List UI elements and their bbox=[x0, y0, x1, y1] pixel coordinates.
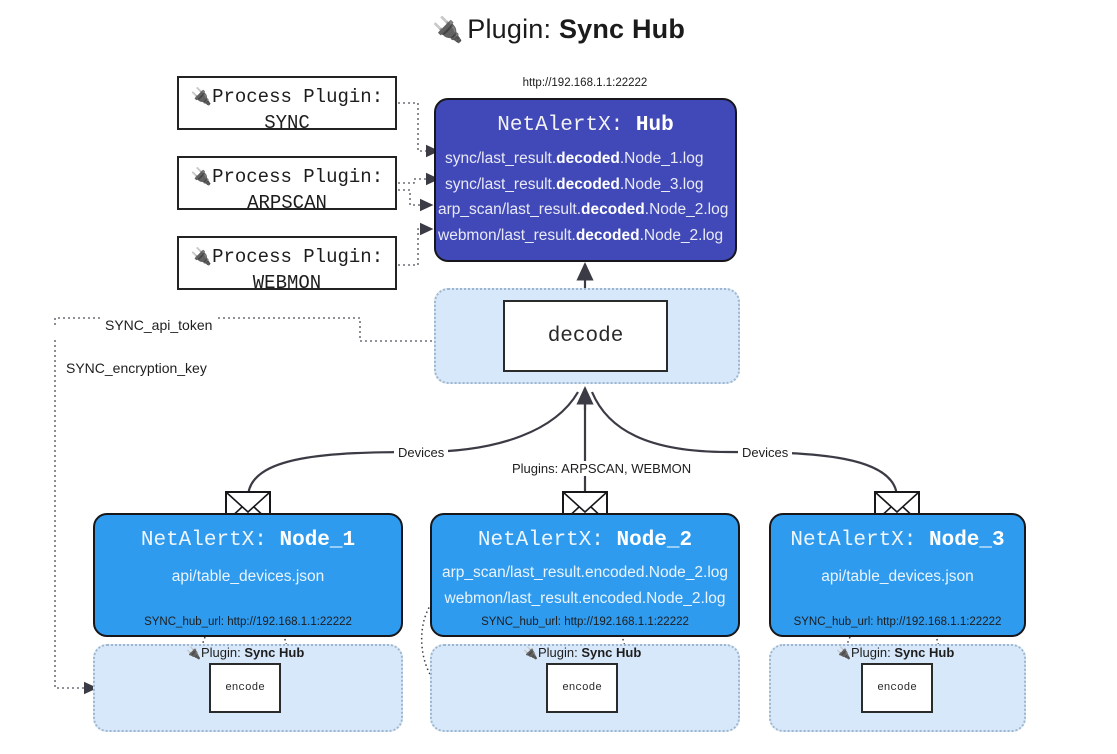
node-title-prefix: NetAlertX: bbox=[140, 529, 267, 552]
encode-box-node-1[interactable]: encode bbox=[209, 663, 281, 713]
edge-label-plugins-center: Plugins: ARPSCAN, WEBMON bbox=[508, 461, 696, 476]
hub-title-prefix: NetAlertX: bbox=[497, 114, 624, 137]
process-plugin-title: Process Plugin: bbox=[212, 86, 384, 108]
encode-box-node-3[interactable]: encode bbox=[861, 663, 933, 713]
node-title-name: Node_3 bbox=[929, 529, 1005, 552]
process-plugin-title: Process Plugin: bbox=[212, 246, 384, 268]
plug-icon: 🔌 bbox=[186, 646, 201, 660]
node-footer: SYNC_hub_url: http://192.168.1.1:22222 bbox=[144, 616, 352, 628]
hub-log-row: sync/last_result.decoded.Node_3.log bbox=[445, 175, 704, 193]
process-plugin-webmon[interactable]: 🔌Process Plugin: WEBMON bbox=[177, 236, 397, 294]
node-plugin-label-node-2: 🔌Plugin: Sync Hub bbox=[523, 645, 642, 660]
decode-label: decode bbox=[547, 324, 624, 348]
plug-icon: 🔌 bbox=[523, 646, 538, 660]
plug-icon: 🔌 bbox=[190, 247, 213, 267]
node-line-list: arp_scan/last_result.encoded.Node_2.log … bbox=[432, 560, 738, 612]
process-plugin-name: WEBMON bbox=[252, 271, 322, 294]
encode-label: encode bbox=[877, 682, 917, 694]
secret-label-encryption-key: SYNC_encryption_key bbox=[62, 360, 211, 376]
plug-icon: 🔌 bbox=[431, 16, 464, 44]
process-plugin-name: ARPSCAN bbox=[247, 191, 327, 214]
page-title: 🔌Plugin: Sync Hub bbox=[0, 14, 1117, 45]
encode-label: encode bbox=[562, 682, 602, 694]
hub-title: NetAlertX: Hub bbox=[436, 114, 735, 137]
node-footer: SYNC_hub_url: http://192.168.1.1:22222 bbox=[481, 616, 689, 628]
encode-box-node-2[interactable]: encode bbox=[546, 663, 618, 713]
node-line-list: api/table_devices.json bbox=[95, 564, 401, 590]
node-plugin-container-node-2 bbox=[430, 644, 740, 732]
node-title-name: Node_1 bbox=[279, 529, 356, 552]
node-line: api/table_devices.json bbox=[171, 568, 325, 585]
hub-log-row: webmon/last_result.decoded.Node_2.log bbox=[438, 226, 724, 244]
node-title: NetAlertX: Node_1 bbox=[95, 529, 401, 552]
hub-url: http://192.168.1.1:22222 bbox=[522, 77, 648, 89]
hub-log-list: sync/last_result.decoded.Node_1.log sync… bbox=[436, 146, 735, 248]
hub-box[interactable]: NetAlertX: Hub sync/last_result.decoded.… bbox=[434, 98, 737, 262]
node-title: NetAlertX: Node_2 bbox=[432, 529, 738, 552]
decode-box[interactable]: decode bbox=[503, 300, 668, 372]
encode-label: encode bbox=[225, 682, 265, 694]
node-box-node-2[interactable]: NetAlertX: Node_2 arp_scan/last_result.e… bbox=[430, 513, 740, 637]
hub-log-row: sync/last_result.decoded.Node_1.log bbox=[445, 150, 704, 167]
node-plugin-label-node-3: 🔌Plugin: Sync Hub bbox=[836, 645, 955, 660]
plug-icon: 🔌 bbox=[190, 87, 213, 107]
node-plugin-label-node-1: 🔌Plugin: Sync Hub bbox=[186, 645, 305, 660]
node-title-prefix: NetAlertX: bbox=[790, 529, 917, 552]
node-line: api/table_devices.json bbox=[821, 568, 974, 585]
process-plugin-name: SYNC bbox=[264, 111, 310, 134]
node-box-node-3[interactable]: NetAlertX: Node_3 api/table_devices.json… bbox=[769, 513, 1026, 637]
hub-log-row: arp_scan/last_result.decoded.Node_2.log bbox=[438, 201, 729, 219]
hub-title-name: Hub bbox=[635, 114, 674, 137]
node-line: arp_scan/last_result.encoded.Node_2.log bbox=[441, 564, 729, 581]
node-line: webmon/last_result.encoded.Node_2.log bbox=[444, 590, 726, 608]
page-title-prefix: Plugin: bbox=[467, 14, 552, 44]
plug-icon: 🔌 bbox=[190, 167, 213, 187]
page-title-name: Sync Hub bbox=[558, 14, 686, 44]
node-footer: SYNC_hub_url: http://192.168.1.1:22222 bbox=[793, 616, 1002, 628]
secret-label-api-token: SYNC_api_token bbox=[101, 317, 217, 333]
edge-label-devices-left: Devices bbox=[394, 445, 449, 460]
node-title-prefix: NetAlertX: bbox=[477, 529, 604, 552]
node-line-list: api/table_devices.json bbox=[771, 564, 1024, 590]
node-title: NetAlertX: Node_3 bbox=[771, 529, 1024, 552]
process-plugin-arpscan[interactable]: 🔌Process Plugin: ARPSCAN bbox=[177, 156, 397, 214]
node-title-name: Node_2 bbox=[616, 529, 693, 552]
process-plugin-sync[interactable]: 🔌Process Plugin: SYNC bbox=[177, 76, 397, 134]
plug-icon: 🔌 bbox=[836, 646, 851, 660]
process-plugin-title: Process Plugin: bbox=[212, 166, 384, 188]
node-box-node-1[interactable]: NetAlertX: Node_1 api/table_devices.json… bbox=[93, 513, 403, 637]
edge-label-devices-right: Devices bbox=[738, 445, 793, 460]
